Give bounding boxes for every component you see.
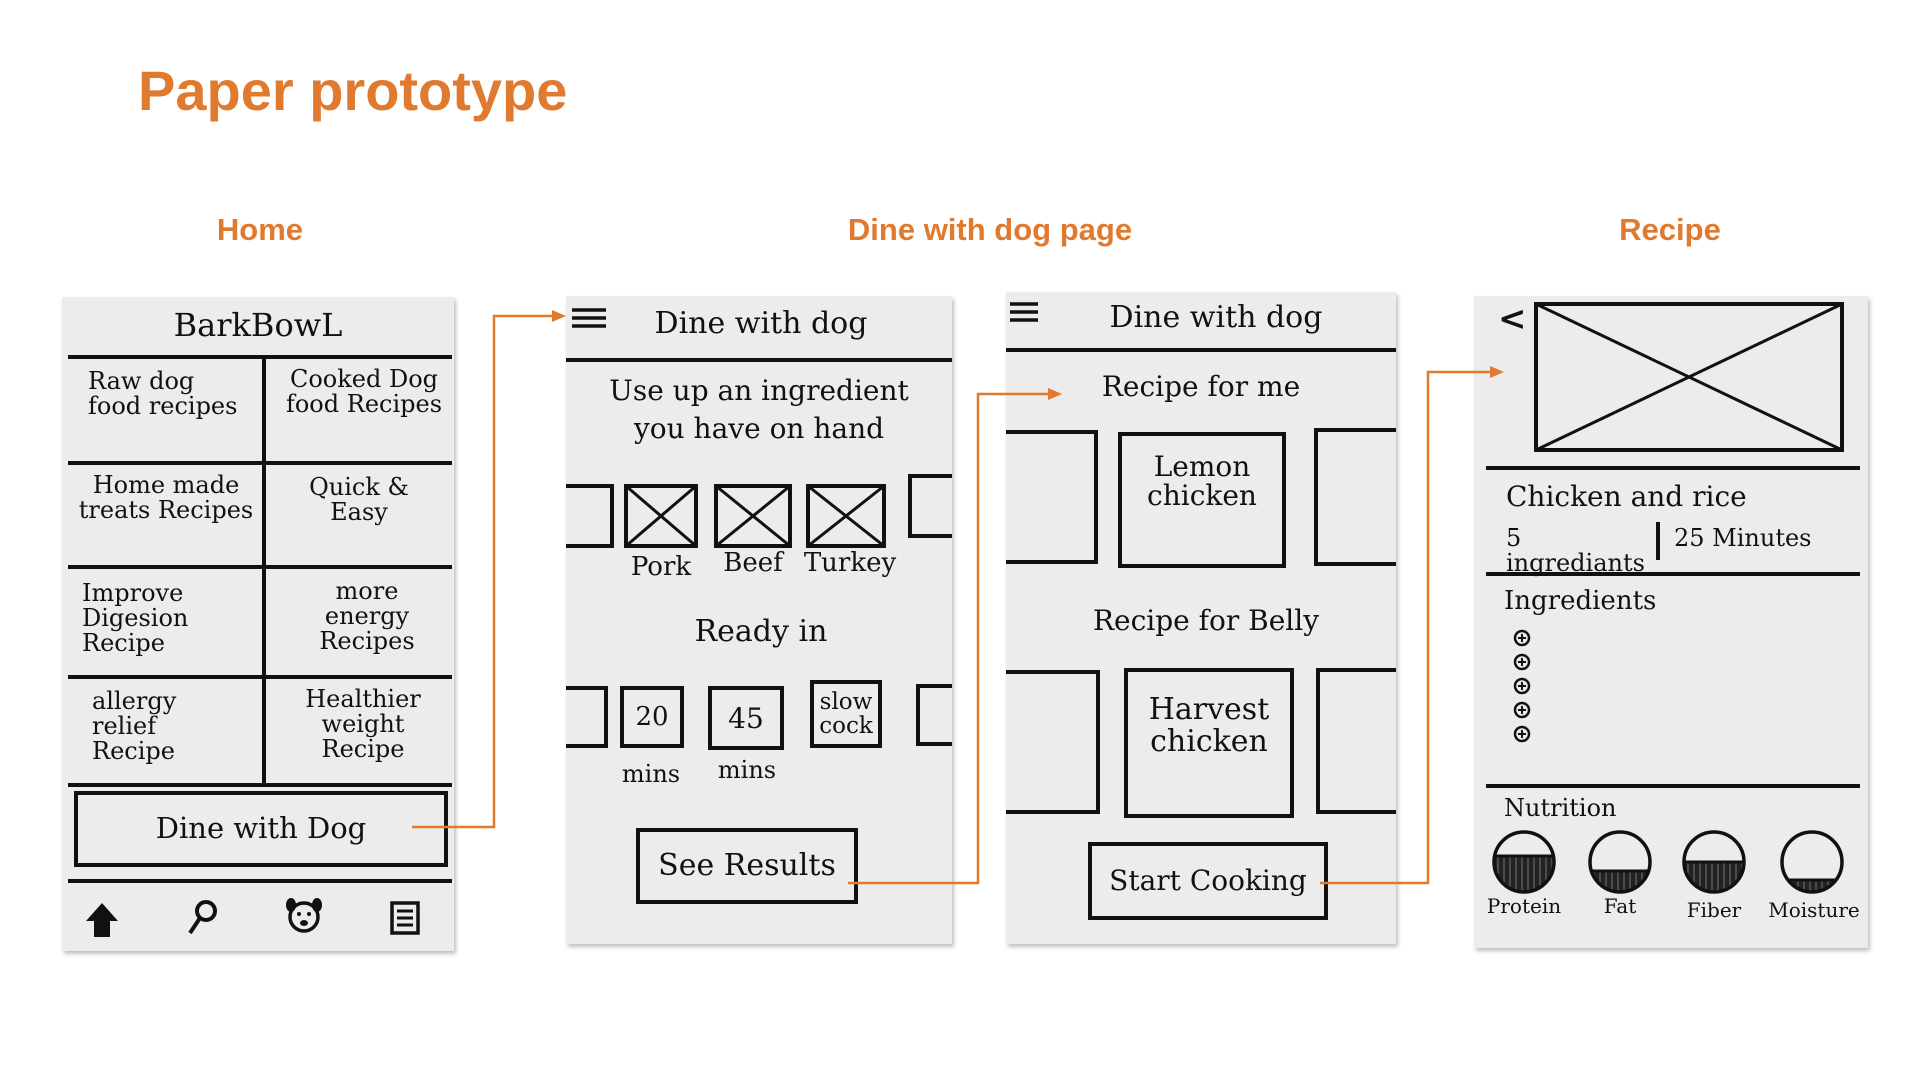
nutrition-gauges xyxy=(1474,296,1868,948)
dine-screen-ingredients: Dine with dog Use up an ingredient you h… xyxy=(566,296,952,944)
section-label-home: Home xyxy=(160,212,360,248)
time-option-20-value: 20 xyxy=(624,704,680,731)
recipe-card-lemon-chicken[interactable]: Lemon chicken xyxy=(1118,432,1286,568)
see-results-button[interactable]: See Results xyxy=(636,828,858,904)
time-option-20[interactable]: 20 xyxy=(620,686,684,748)
time-option-45-value: 45 xyxy=(712,704,780,733)
recipe-card-harvest-chicken[interactable]: Harvest chicken xyxy=(1124,668,1294,818)
list-icon[interactable] xyxy=(392,903,418,933)
nutrient-label-protein: Protein xyxy=(1474,896,1574,917)
nutrient-gauge-protein xyxy=(1494,832,1554,892)
recipe-for-belly-label: Recipe for Belly xyxy=(1056,606,1356,635)
nutrient-gauge-fat xyxy=(1590,832,1650,892)
see-results-button-label: See Results xyxy=(640,850,854,882)
nutrient-label-moisture: Moisture xyxy=(1760,900,1868,921)
section-label-recipe: Recipe xyxy=(1590,212,1750,248)
recipe-card-harvest-chicken-label: Harvest chicken xyxy=(1134,694,1284,757)
search-icon[interactable] xyxy=(190,902,215,933)
section-label-dine: Dine with dog page xyxy=(800,212,1180,248)
nutrient-gauge-fiber xyxy=(1684,832,1744,892)
home-screen: BarkBowL Raw dog food recipes Cooked Dog… xyxy=(62,297,454,951)
recipe-screen: < Chicken and rice 5 ingrediants 25 Minu… xyxy=(1474,296,1868,948)
home-icon[interactable] xyxy=(86,903,118,937)
dog-icon[interactable] xyxy=(286,898,322,931)
start-cooking-button[interactable]: Start Cooking xyxy=(1088,842,1328,920)
recipe-card-lemon-chicken-label: Lemon chicken xyxy=(1132,452,1272,511)
time-option-45-unit: mins xyxy=(702,758,792,783)
page-title: Paper prototype xyxy=(138,58,567,123)
time-option-slow-cook[interactable]: slow cock xyxy=(810,680,882,748)
start-cooking-button-label: Start Cooking xyxy=(1092,866,1324,895)
nutrient-label-fat: Fat xyxy=(1570,896,1670,917)
dine-screen-recipes: Dine with dog Recipe for me Lemon chicke… xyxy=(1006,292,1396,944)
nutrient-label-fiber: Fiber xyxy=(1664,900,1764,921)
time-option-slow-cook-value: slow cock xyxy=(814,690,878,738)
nutrient-gauge-moisture xyxy=(1782,832,1842,892)
bottom-nav xyxy=(62,297,454,951)
time-option-20-unit: mins xyxy=(606,762,696,787)
time-option-45[interactable]: 45 xyxy=(708,686,784,750)
